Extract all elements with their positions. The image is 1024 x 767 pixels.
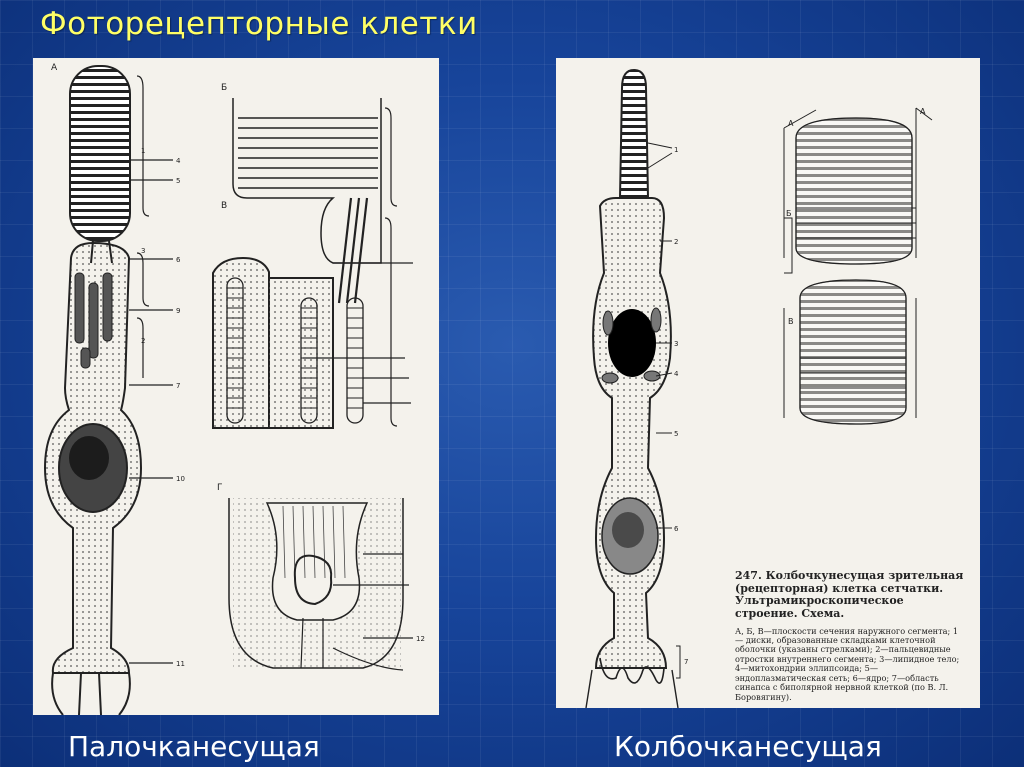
cone-panel-label-a-left: А [788, 119, 794, 128]
callout-11: 11 [176, 660, 185, 668]
cone-figure-caption: 247. Колбочкунесущая зрительная (рецепто… [735, 570, 967, 702]
cone-panel-label-b: Б [786, 209, 792, 218]
slide-title: Фоторецепторные клетки [40, 6, 478, 42]
cone-callout-3: 3 [674, 340, 678, 348]
callout-1: 1 [141, 147, 145, 155]
rod-cell-diagram: А Б В Г 1 2 3 4 5 6 7 9 10 11 12 [33, 58, 439, 715]
cone-figure-caption-title: 247. Колбочкунесущая зрительная (рецепто… [735, 570, 967, 621]
callout-4: 4 [176, 157, 181, 165]
cone-callout-2: 2 [674, 238, 678, 246]
panel-label-g: Г [217, 483, 223, 493]
rod-cell-figure: А Б В Г 1 2 3 4 5 6 7 9 10 11 12 [33, 58, 439, 715]
panel-label-b: Б [221, 83, 227, 93]
callout-2: 2 [141, 337, 145, 345]
callout-12: 12 [416, 635, 425, 643]
cone-caption: Колбочканесущая [614, 730, 882, 763]
cone-panel-label-a-right: А [920, 107, 926, 116]
callout-9: 9 [176, 307, 180, 315]
callout-6: 6 [176, 256, 181, 264]
panel-label-v: В [221, 201, 227, 211]
callout-3: 3 [141, 247, 145, 255]
callout-7: 7 [176, 382, 180, 390]
cone-callout-5: 5 [674, 430, 678, 438]
cone-callout-7: 7 [684, 658, 688, 666]
callout-10: 10 [176, 475, 185, 483]
callout-5: 5 [176, 177, 180, 185]
cone-callout-4: 4 [674, 370, 679, 378]
cone-callout-1: 1 [674, 146, 678, 154]
panel-label-a: А [51, 63, 58, 73]
cone-callout-6: 6 [674, 525, 679, 533]
cone-figure-caption-legend: А, Б, В—плоскости сечения наружного сегм… [735, 627, 967, 702]
rod-caption: Палочканесущая [68, 730, 320, 763]
cone-panel-label-v: В [788, 317, 794, 326]
